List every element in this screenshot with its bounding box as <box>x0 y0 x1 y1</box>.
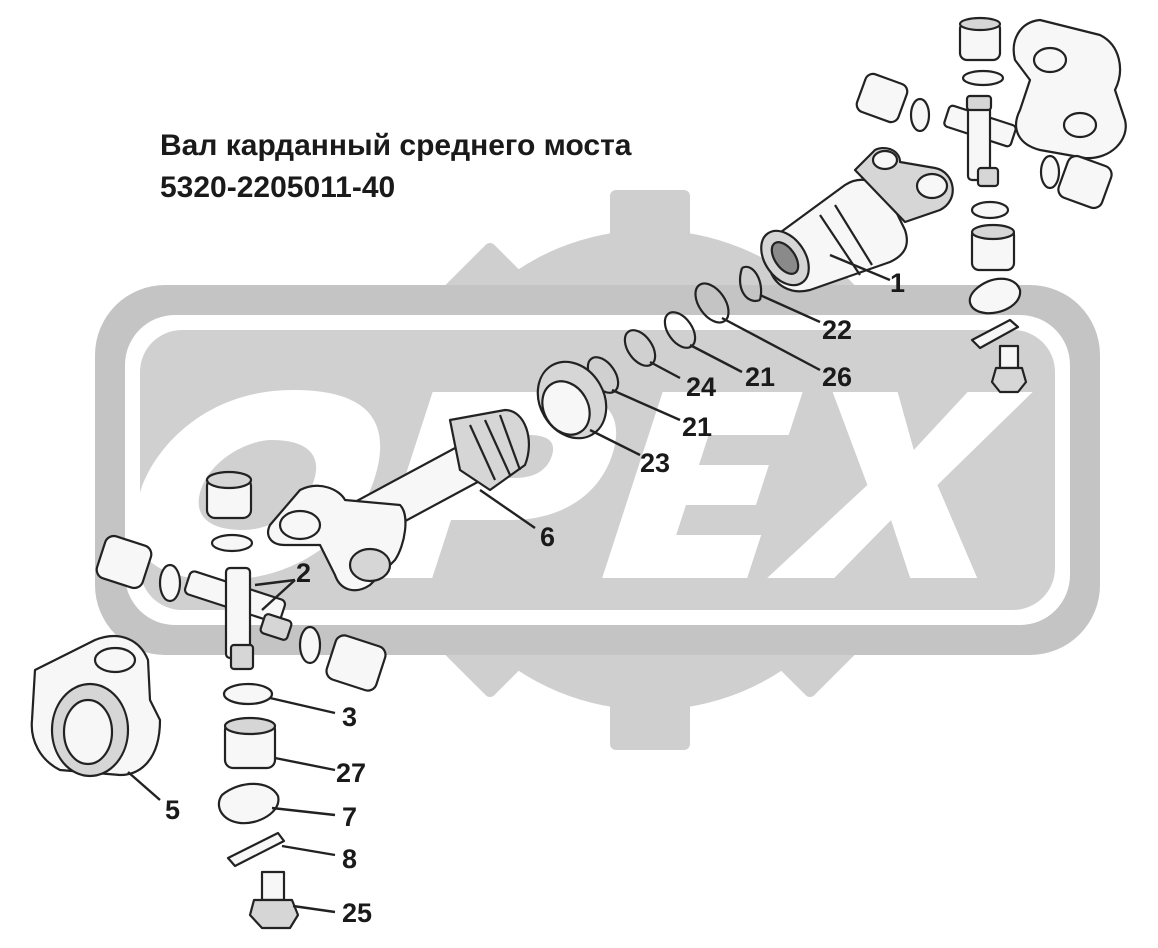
part-8-lock-strip <box>226 831 286 868</box>
callout-3: 3 <box>342 702 358 732</box>
leader-21b <box>611 388 681 422</box>
lower-washer-top <box>210 533 254 553</box>
leader-24 <box>649 360 681 380</box>
leader-21a <box>689 343 743 374</box>
callout-21-lower: 21 <box>682 412 713 442</box>
lower-joint-cluster <box>95 470 387 930</box>
watermark-letter-e <box>602 392 803 578</box>
callout-8: 8 <box>342 844 358 874</box>
lower-cross <box>183 566 293 671</box>
lower-washer-left <box>158 563 182 603</box>
callout-1: 1 <box>890 268 906 298</box>
part-1-sliding-yoke <box>760 146 954 293</box>
ring-24 <box>623 329 657 367</box>
lower-washer-right <box>298 625 322 665</box>
leader-2b <box>261 579 296 611</box>
callout-7: 7 <box>342 802 358 832</box>
callout-25: 25 <box>342 898 373 928</box>
leader-22 <box>759 293 821 324</box>
callout-26: 26 <box>822 362 853 392</box>
part-6-splined-shaft <box>267 408 530 592</box>
leader-6 <box>479 489 536 529</box>
lower-cup-right <box>325 634 387 692</box>
upper-lock-strip <box>970 318 1020 350</box>
part-5-flange-yoke <box>30 635 162 778</box>
part-3-washer <box>222 682 274 706</box>
callout-2: 2 <box>296 558 312 588</box>
leader-8 <box>281 844 336 857</box>
part-25-bolt <box>248 870 300 930</box>
part-7-lock-plate <box>217 782 280 825</box>
ring-26 <box>694 282 730 324</box>
part-27-cup <box>223 716 277 770</box>
callout-6: 6 <box>540 522 556 552</box>
callout-5: 5 <box>165 795 181 825</box>
diagram-title: Вал карданный среднего моста <box>160 129 632 162</box>
leader-2a <box>254 578 296 587</box>
leader-5 <box>127 771 161 801</box>
upper-joint-cluster <box>855 16 1127 394</box>
leader-25 <box>292 904 336 914</box>
callout-21-upper: 21 <box>745 362 776 392</box>
callout-24: 24 <box>686 372 717 402</box>
upper-bolt <box>990 344 1028 394</box>
leader-7 <box>271 806 336 817</box>
upper-bearing-cups <box>855 16 1113 272</box>
leader-lines <box>127 253 891 914</box>
upper-flange-yoke <box>1012 18 1127 160</box>
callout-27: 27 <box>336 758 367 788</box>
leader-1 <box>829 253 891 282</box>
callout-23: 23 <box>640 448 671 478</box>
leader-23 <box>589 428 641 457</box>
part-23-bushing <box>536 360 608 440</box>
leader-3 <box>269 696 336 715</box>
leader-26 <box>721 316 821 372</box>
callout-22: 22 <box>822 315 853 345</box>
diagram-part-number: 5320-2205011-40 <box>160 171 396 204</box>
upper-lock-plate <box>968 277 1022 315</box>
watermark-letter-x <box>767 392 1033 578</box>
lower-cup-left <box>95 534 153 590</box>
upper-cross <box>943 94 1017 188</box>
leader-27 <box>274 756 336 772</box>
